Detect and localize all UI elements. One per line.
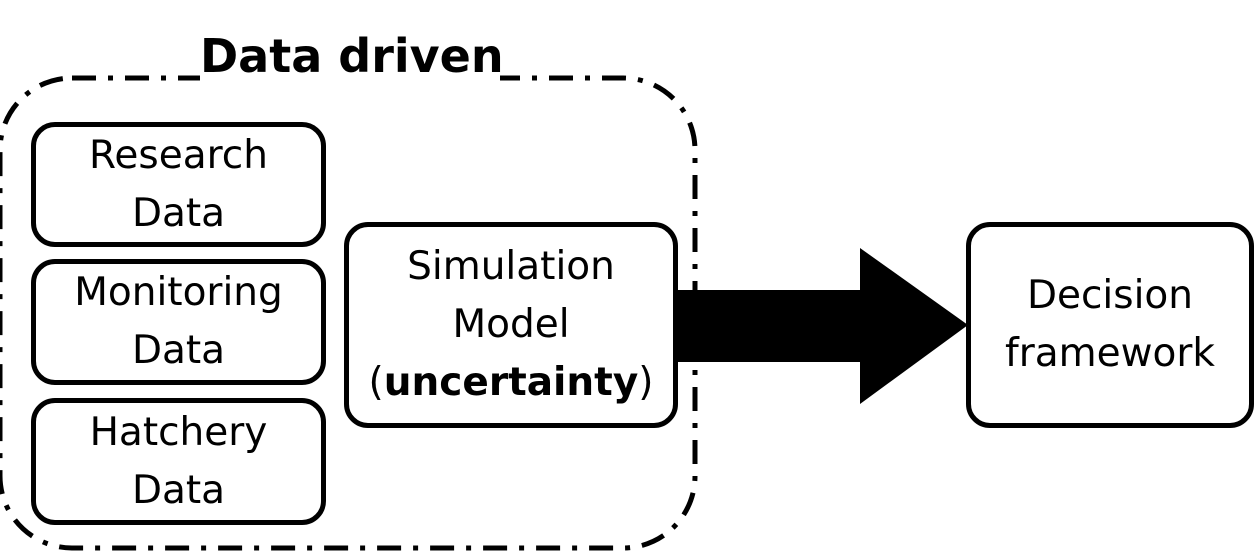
flow-arrow [676, 248, 968, 404]
hatchery-data-box: Hatchery Data [31, 398, 326, 525]
open-paren: ( [368, 360, 384, 405]
decision-framework-line2: framework [1004, 331, 1216, 376]
group-title: Data driven [200, 26, 504, 86]
close-paren: ) [638, 360, 654, 405]
hatchery-data-line1: Hatchery [89, 409, 268, 455]
decision-framework-box: Decision framework [966, 222, 1254, 428]
research-data-line1: Research [89, 132, 268, 178]
decision-framework-line1: Decision [1026, 273, 1194, 318]
research-data-line2: Data [131, 190, 226, 236]
monitoring-data-line2: Data [131, 328, 226, 373]
simulation-model-line1: Simulation [407, 244, 615, 289]
monitoring-data-box: Monitoring Data [31, 259, 326, 385]
uncertainty-label: uncertainty [383, 360, 639, 405]
hatchery-data-line2: Data [131, 467, 226, 513]
simulation-model-line2: Model [452, 302, 570, 347]
monitoring-data-line1: Monitoring [74, 270, 283, 315]
simulation-model-line3: (uncertainty) [369, 354, 654, 412]
simulation-model-box: Simulation Model (uncertainty) [344, 222, 678, 428]
research-data-box: Research Data [31, 122, 326, 247]
